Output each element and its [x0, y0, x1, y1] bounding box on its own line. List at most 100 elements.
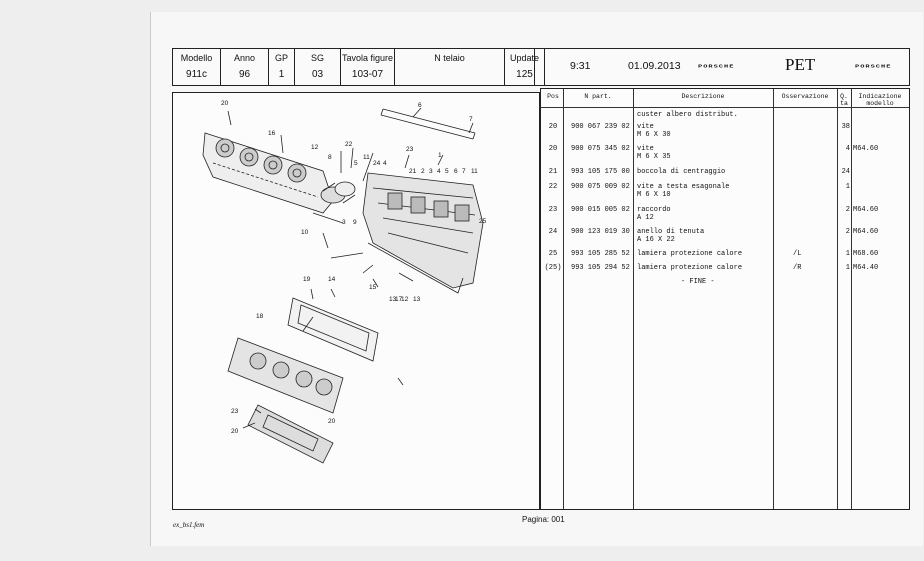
header-time: 9:31 — [570, 60, 591, 72]
exploded-parts-drawing: 20 16 12 22 8 6 7 23 1 5 11 24 4 3 9 10 … — [172, 92, 540, 510]
callout-label: 23 — [406, 146, 414, 153]
cell-qty: 4 — [845, 145, 850, 153]
update-label: Update — [509, 53, 540, 63]
sg-cell: SG 03 — [295, 49, 341, 85]
tavola-value: 103-07 — [351, 69, 384, 80]
cell-pos: (25) — [544, 264, 562, 272]
callout-label: 2 — [421, 168, 425, 175]
cell-part: 993 105 294 52 — [571, 264, 630, 272]
parts-diagram-svg: 20 16 12 22 8 6 7 23 1 5 11 24 4 3 9 10 … — [202, 100, 487, 464]
header-bar: Modello 911c Anno 96 GP 1 SG 03 Tavola f… — [172, 48, 910, 86]
cell-qty: 1 — [845, 250, 850, 258]
callout-label: 21 — [409, 168, 417, 175]
sg-label: SG — [310, 53, 324, 63]
cell-pos: 20 — [548, 123, 558, 131]
col-header-ind: Indicazione modello — [858, 93, 902, 107]
cell-desc: lamiera protezione calore — [637, 250, 743, 258]
callout-label: 18 — [256, 313, 264, 320]
telaio-label: N telaio — [434, 53, 465, 63]
oil-pipe-part — [380, 108, 476, 140]
porsche-logo-right: PORSCHE — [855, 64, 892, 70]
cell-pos: 22 — [548, 183, 558, 191]
cell-desc: vite M 6 X 30 — [637, 123, 671, 139]
cell-qty: 1 — [845, 183, 850, 191]
cell-part: 900 067 239 02 — [571, 123, 630, 131]
col-divider — [633, 89, 634, 509]
callout-label: 3 — [429, 168, 433, 175]
modello-label: Modello — [180, 53, 213, 63]
cell-part: 993 105 285 52 — [571, 250, 630, 258]
callout-label: 7 — [469, 116, 473, 123]
table-row: 20 900 067 239 02 vite M 6 X 30 38 — [541, 123, 909, 143]
callout-label: 5 — [445, 168, 449, 175]
callout-label: 8 — [328, 154, 332, 161]
callout-label: 20 — [231, 428, 239, 435]
anno-value: 96 — [238, 69, 251, 80]
file-name: ex_bs1.fem — [173, 521, 205, 529]
cell-qty: 2 — [845, 206, 850, 214]
callout-label: 20 — [328, 418, 336, 425]
end-marker: - FINE - — [681, 278, 715, 286]
cell-pos: 23 — [548, 206, 558, 214]
update-spacer — [505, 49, 535, 85]
anno-label: Anno — [233, 53, 256, 63]
callout-label: 5 — [354, 160, 358, 167]
bolt-parts — [312, 212, 414, 282]
cell-oss: /R — [793, 264, 802, 272]
callout-label: 4 — [437, 168, 441, 175]
gp-cell: GP 1 — [269, 49, 295, 85]
cell-ind: M64.60 — [853, 228, 879, 236]
anno-cell: Anno 96 — [221, 49, 269, 85]
cell-ind: M64.60 — [853, 206, 879, 214]
callout-label: 14 — [328, 276, 336, 283]
col-header-part: N part. — [584, 93, 612, 100]
update-value: 125 — [516, 69, 533, 80]
cell-desc: vite a testa esagonale M 6 X 10 — [637, 183, 730, 199]
callout-label: 10 — [301, 229, 309, 236]
cell-ind: M64.40 — [853, 264, 879, 272]
table-row: custer albero distribut. — [541, 111, 909, 131]
col-header-desc: Descrizione — [681, 93, 725, 100]
callout-label: 13 — [413, 296, 421, 303]
col-header-oss: Osservazione — [781, 93, 829, 100]
callout-label: 24 — [373, 160, 381, 167]
callout-label: 20 — [221, 100, 229, 107]
cell-part: 900 015 005 02 — [571, 206, 630, 214]
col-header-qty: Q. ta — [840, 93, 848, 107]
cell-pos: 21 — [548, 168, 558, 176]
col-divider — [851, 89, 852, 509]
cell-qty: 1 — [845, 264, 850, 272]
cell-desc: boccola di centraggio — [637, 168, 726, 176]
callout-label: 15 — [369, 284, 377, 291]
tavola-label: Tavola figure — [341, 53, 394, 63]
gasket-part — [287, 297, 379, 362]
callout-label: 17 — [395, 296, 403, 303]
lower-housing-part — [227, 337, 344, 414]
tavola-cell: Tavola figure 103-07 — [341, 49, 395, 85]
gp-label: GP — [274, 53, 288, 63]
callout-label: 23 — [231, 408, 239, 415]
col-divider — [773, 89, 774, 509]
camshaft-housing-part — [202, 132, 334, 214]
callout-label: 19 — [303, 276, 311, 283]
pet-title: PET — [785, 55, 816, 74]
cell-qty: 24 — [841, 168, 850, 176]
callout-label: 11 — [363, 154, 370, 161]
update-cell: Update 125 — [505, 49, 545, 85]
callout-label: 12 — [311, 144, 319, 151]
callout-label: 25 — [479, 218, 487, 225]
cell-qty: 38 — [841, 123, 850, 131]
cell-oss: /L — [793, 250, 802, 258]
cell-desc: anello di tenuta A 16 X 22 — [637, 228, 705, 244]
callout-label: 3 — [342, 219, 346, 226]
cell-part: 900 123 019 30 — [571, 228, 630, 236]
cell-qty: 2 — [845, 228, 850, 236]
parts-table: Pos N part. Descrizione Osservazione Q. … — [540, 88, 910, 510]
callout-label: 12 — [401, 296, 409, 303]
page-number: Pagina: 001 — [522, 515, 565, 524]
